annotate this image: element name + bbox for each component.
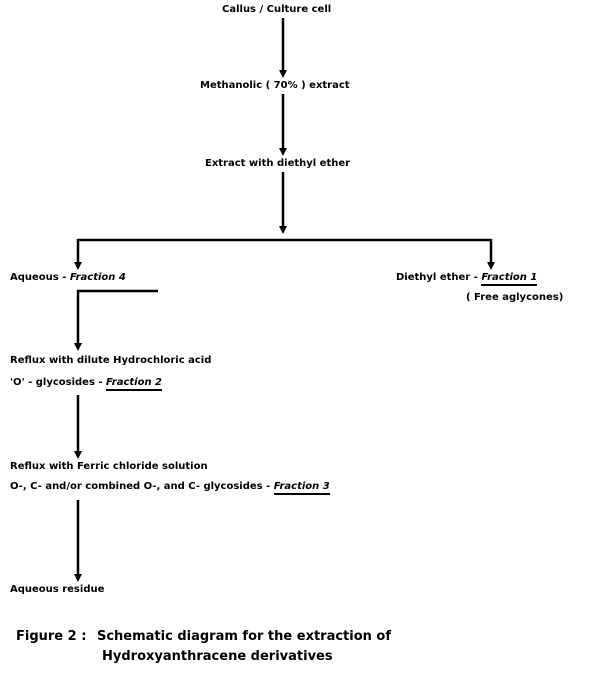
node-diethyl-ether: Diethyl ether - Fraction 1 [396, 272, 538, 286]
node-diethyl-note: ( Free aglycones) [466, 292, 564, 303]
node-aqueous-residue: Aqueous residue [10, 584, 105, 595]
node-combined-prefix: O-, C- and/or combined O-, and C- glycos… [10, 481, 271, 492]
node-diethyl-prefix: Diethyl ether - [396, 272, 478, 283]
node-combined-fraction: Fraction 3 [273, 481, 330, 495]
node-aqueous-fraction: Fraction 4 [69, 272, 126, 283]
caption-line2: Hydroxyanthracene derivatives [102, 649, 333, 664]
node-combined-glycosides: O-, C- and/or combined O-, and C- glycos… [10, 481, 330, 495]
node-ether-extract: Extract with diethyl ether [205, 158, 351, 169]
caption-label: Figure 2 : [16, 629, 87, 644]
node-aqueous-prefix: Aqueous - [10, 272, 67, 283]
node-o-glycosides-fraction: Fraction 2 [106, 377, 163, 391]
node-o-glycosides-prefix: 'O' - glycosides - [10, 377, 103, 388]
figure-caption: Figure 2 : Schematic diagram for the ext… [16, 628, 391, 645]
caption-line1: Schematic diagram for the extraction of [96, 629, 392, 644]
node-methanolic-extract: Methanolic ( 70% ) extract [200, 80, 350, 91]
node-diethyl-fraction: Fraction 1 [481, 272, 538, 286]
node-reflux-hcl: Reflux with dilute Hydrochloric acid [10, 355, 212, 366]
node-callus: Callus / Culture cell [222, 4, 332, 15]
node-reflux-ferric: Reflux with Ferric chloride solution [10, 461, 208, 472]
arrow-aqueous-to-reflux-hcl [74, 289, 158, 351]
node-o-glycosides: 'O' - glycosides - Fraction 2 [10, 377, 163, 391]
node-aqueous: Aqueous - Fraction 4 [10, 272, 126, 284]
